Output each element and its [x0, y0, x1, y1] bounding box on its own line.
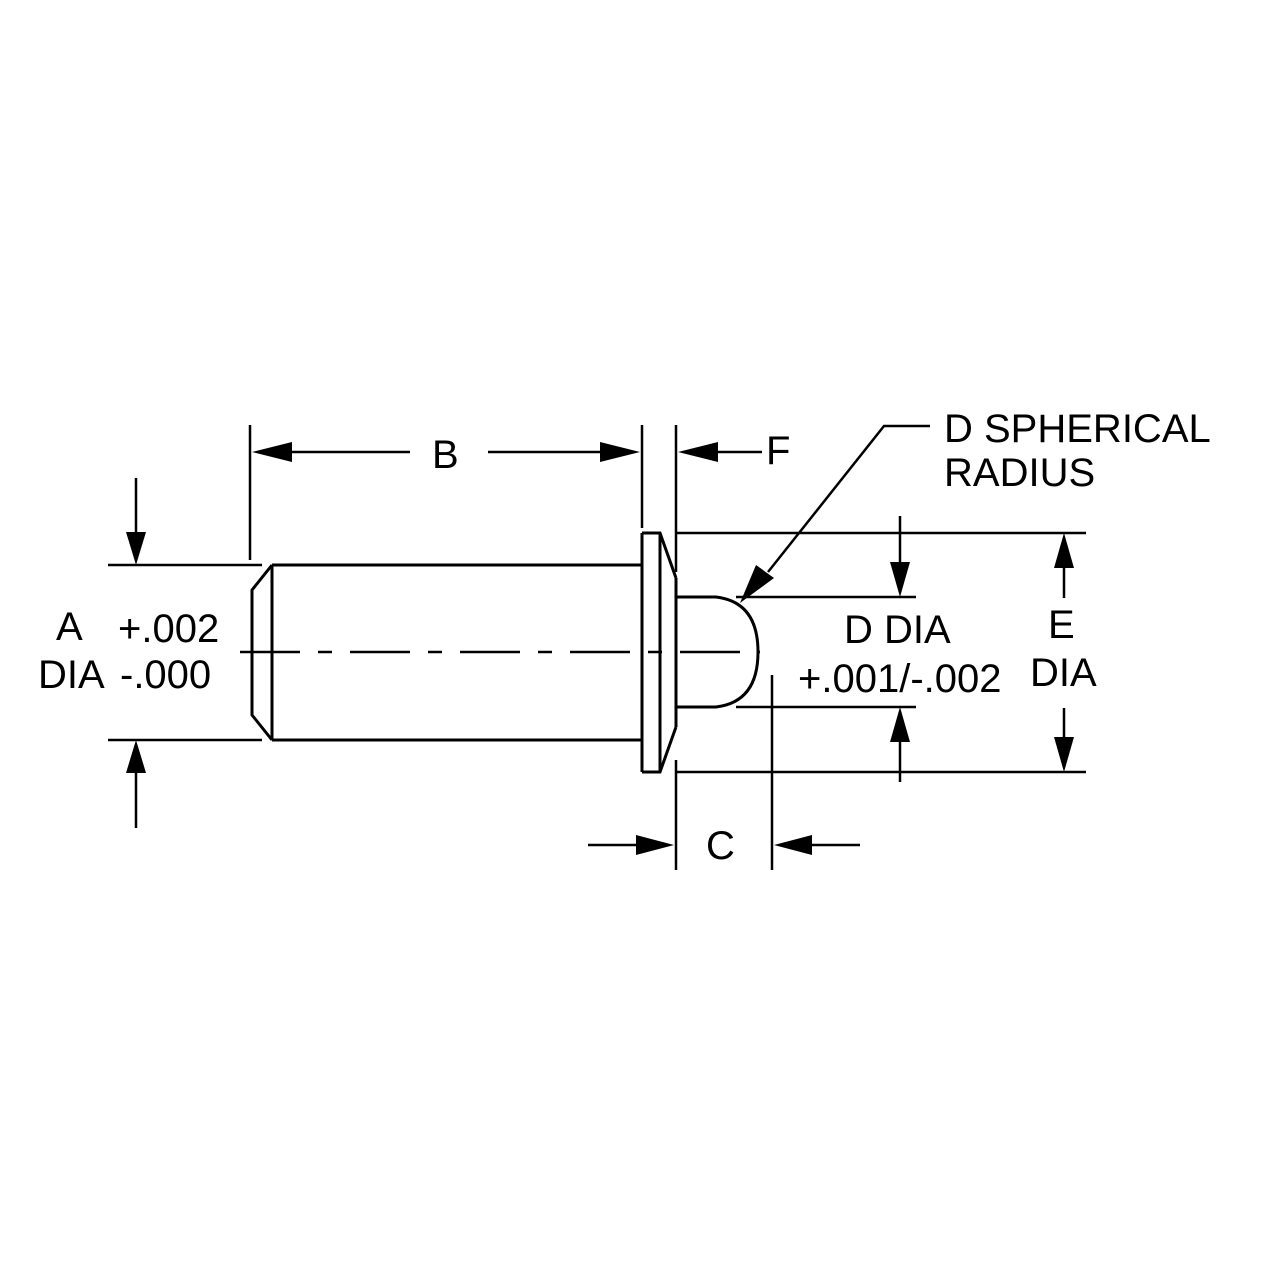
b-arrowhead-right [600, 442, 640, 462]
d-arrowhead-bottom [890, 707, 910, 742]
dimension-f [674, 425, 762, 572]
a-arrowhead-top [126, 532, 146, 565]
c-label: C [706, 824, 735, 868]
d-spherical-label: D SPHERICAL [944, 407, 1211, 451]
d-spherical-leader [740, 424, 930, 603]
c-arrowhead-left [636, 835, 674, 855]
e-arrowhead-top [1054, 533, 1074, 568]
d-dia-label: D DIA [844, 608, 951, 652]
dimension-a [108, 478, 262, 828]
d-tolerance-label: +.001/-.002 [798, 657, 1002, 701]
a-minus-tolerance: -.000 [120, 653, 211, 697]
d-spherical-leader-line [767, 424, 930, 573]
e-arrowhead-bottom [1054, 737, 1074, 772]
a-letter-label: A [56, 605, 83, 649]
f-arrowhead [678, 442, 718, 462]
dimension-c [588, 675, 860, 870]
b-arrowhead-left [252, 442, 292, 462]
dimension-b [248, 425, 644, 560]
c-arrowhead-right [774, 835, 812, 855]
dimension-d-dia [736, 516, 916, 782]
a-arrowhead-bottom [126, 740, 146, 773]
a-plus-tolerance: +.002 [118, 607, 219, 651]
b-label: B [432, 433, 459, 477]
e-letter-label: E [1048, 603, 1075, 647]
dimension-e-dia [676, 531, 1086, 774]
d-arrowhead-top [890, 562, 910, 597]
d-radius-label: RADIUS [944, 451, 1095, 495]
f-label: F [766, 429, 790, 473]
d-spherical-arrowhead [740, 565, 774, 603]
a-dia-label: DIA [38, 653, 105, 697]
e-dia-label: DIA [1030, 651, 1097, 695]
